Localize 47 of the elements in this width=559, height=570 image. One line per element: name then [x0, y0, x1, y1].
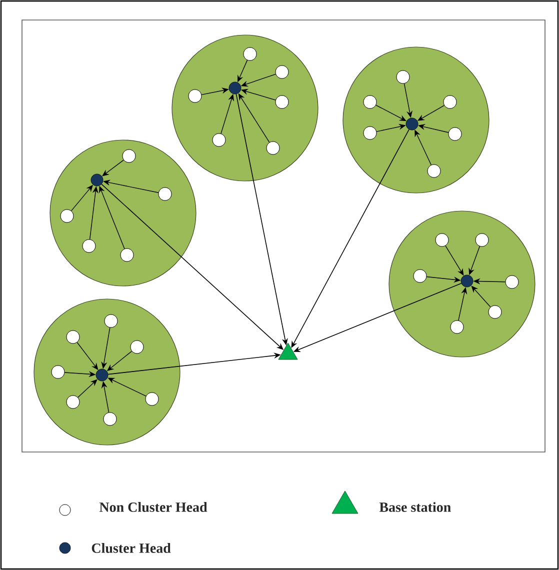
- sensor-node: [104, 314, 118, 328]
- cluster-head-dot: [96, 368, 108, 382]
- sensor-node: [448, 127, 462, 141]
- sensor-node: [130, 340, 144, 354]
- cluster-circle: [388, 210, 536, 358]
- cluster-circle: [34, 298, 180, 446]
- sensor-node: [475, 233, 489, 247]
- sensor-node: [66, 395, 80, 409]
- sensor-node: [443, 95, 457, 109]
- sensor-node: [66, 330, 80, 344]
- cluster-circle: [342, 46, 490, 194]
- sensor-node: [275, 95, 289, 109]
- cluster-head-dot: [90, 174, 104, 186]
- cluster-head-dot: [460, 274, 474, 288]
- sensor-node: [450, 320, 464, 334]
- sensor-node: [363, 95, 377, 109]
- sensor-node: [243, 47, 257, 61]
- cluster-circle: [50, 140, 196, 286]
- sensor-node: [427, 164, 441, 178]
- sensor-node: [60, 209, 74, 223]
- sensor-node: [120, 248, 134, 262]
- sensor-node: [158, 187, 172, 201]
- cluster-head-dot: [228, 82, 242, 94]
- legend-text: Non Cluster Head: [99, 502, 208, 512]
- sensor-node: [396, 70, 410, 84]
- sensor-node: [145, 392, 159, 406]
- cluster-circle: [172, 34, 318, 182]
- sensor-node: [266, 141, 280, 155]
- sensor-node: [103, 412, 117, 426]
- sensor-node: [122, 149, 136, 163]
- cluster-head-dot: [406, 118, 418, 130]
- sensor-node: [488, 305, 502, 319]
- arrow: [471, 286, 491, 308]
- base-station-triangle: [278, 342, 298, 360]
- sensor-node: [413, 269, 427, 283]
- sensor-node: [82, 239, 96, 253]
- sensor-node: [435, 233, 449, 247]
- sensor-node: [51, 365, 65, 379]
- sensor-node: [275, 65, 289, 79]
- arrow: [376, 104, 406, 122]
- sensor-node: [188, 89, 202, 103]
- legend-text: Cluster Head: [92, 543, 171, 553]
- sensor-node: [505, 275, 519, 289]
- sensor-node: [212, 133, 226, 147]
- legend-text: Base station: [379, 502, 451, 512]
- sensor-node: [363, 126, 377, 140]
- arrow: [78, 379, 98, 398]
